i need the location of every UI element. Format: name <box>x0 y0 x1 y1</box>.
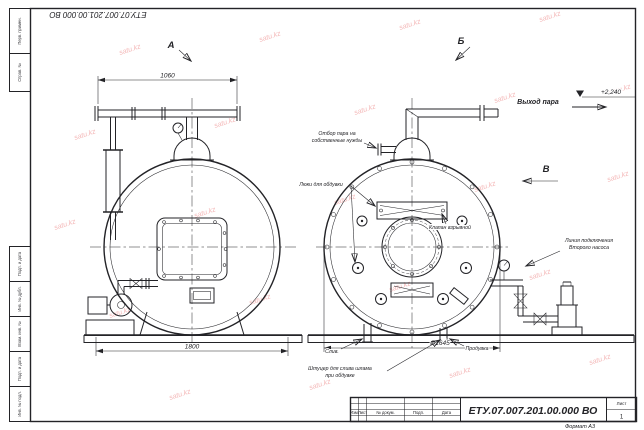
title-col-docnum: № докум. <box>376 410 394 415</box>
watermarks: satu.kz satu.kz satu.kz satu.kz satu.kz … <box>53 10 632 402</box>
title-list-label: Лист <box>617 401 627 406</box>
stamp-perv-primen: Перв. примен. <box>17 17 22 44</box>
watermark: satu.kz <box>538 10 562 24</box>
watermark: satu.kz <box>53 218 77 232</box>
watermark: satu.kz <box>606 170 630 184</box>
annotations: Выход пара +2,240 Отбор пара на собствен… <box>297 88 636 380</box>
annotation-drain: Слив. <box>325 349 339 355</box>
watermark: satu.kz <box>248 293 272 307</box>
title-doc-number: ЕТУ.07.007.201.00.000 ВО <box>469 405 598 417</box>
stamp-inv-podl: Инв. № подл. <box>17 391 22 417</box>
title-col-data: Дата <box>442 410 452 415</box>
stamp-vzam-inv: Взам. инв. № <box>17 321 22 347</box>
stamp-inv-dubl: Инв. № дубл. <box>17 286 22 311</box>
watermark: satu.kz <box>118 43 142 57</box>
annotation-steam-outlet: Выход пара <box>517 98 559 106</box>
doc-number-flipped: ЕТУ.07.007.201.00.000 ВО <box>49 10 146 19</box>
watermark: satu.kz <box>353 103 377 117</box>
title-col-podp: Подп. <box>413 410 424 415</box>
pressure-gauge <box>498 259 510 272</box>
watermark: satu.kz <box>388 280 412 294</box>
annotation-sludge-1: Штуцер для слива шлама <box>308 366 372 372</box>
watermark: satu.kz <box>213 116 237 130</box>
annotation-sludge-2: при обдувке <box>325 373 354 379</box>
watermark: satu.kz <box>258 30 282 44</box>
feed-piping <box>490 259 583 336</box>
watermark: satu.kz <box>308 378 332 392</box>
dim-diameter: Ø1645 <box>429 340 450 347</box>
annotation-blowdown: Продувка <box>466 346 489 352</box>
watermark: satu.kz <box>73 128 97 142</box>
pump-motor <box>560 285 574 306</box>
annotation-hatches: Люки для обдувки <box>298 182 343 188</box>
view-label-b: Б <box>458 36 465 47</box>
annotation-pump-line-1: Линия подключения <box>564 238 613 244</box>
stamp-podp-data-1: Подп. и дата <box>17 251 22 276</box>
annotation-pump-line-2: Второго насоса <box>569 245 609 251</box>
watermark: satu.kz <box>398 18 422 32</box>
view-label-v: В <box>543 164 550 175</box>
pump-base <box>551 326 583 336</box>
stamp-podp-data-2: Подп. и дата <box>17 356 22 381</box>
watermark: satu.kz <box>588 353 612 367</box>
watermark: satu.kz <box>528 268 552 282</box>
format-label: Формат А3 <box>565 424 596 430</box>
annotation-explosion-valve: Клапан взрывной <box>429 224 471 231</box>
boiler-front-view <box>83 98 303 348</box>
dimensions: 1060 1800 Ø1645 <box>95 72 501 356</box>
title-list-value: 1 <box>620 415 624 421</box>
annotation-steam-own-1: Отбор пара на <box>318 131 355 137</box>
watermark: satu.kz <box>493 91 517 105</box>
title-col-list: Лист <box>358 410 367 415</box>
view-label-a: А <box>167 40 175 51</box>
title-block: Изм. Лист № докум. Подп. Дата ЕТУ.07.007… <box>349 396 638 430</box>
dim-base-width: 1800 <box>185 344 200 351</box>
dim-top-width: 1060 <box>160 73 175 80</box>
annotation-steam-own-2: собственные нужды <box>312 138 363 144</box>
title-col-izm: Изм. <box>350 410 359 415</box>
watermark: satu.kz <box>168 388 192 402</box>
stamp-sprav-no: Справ. № <box>17 63 22 82</box>
pump-casing <box>557 304 577 328</box>
annotation-elevation: +2,240 <box>601 89 621 96</box>
drawing-frame: Перв. примен. Справ. № Подп. и дата Инв.… <box>9 7 637 423</box>
watermark: satu.kz <box>448 366 472 380</box>
boiler-rear-view <box>307 98 635 348</box>
view-labels: А Б В <box>167 36 558 181</box>
